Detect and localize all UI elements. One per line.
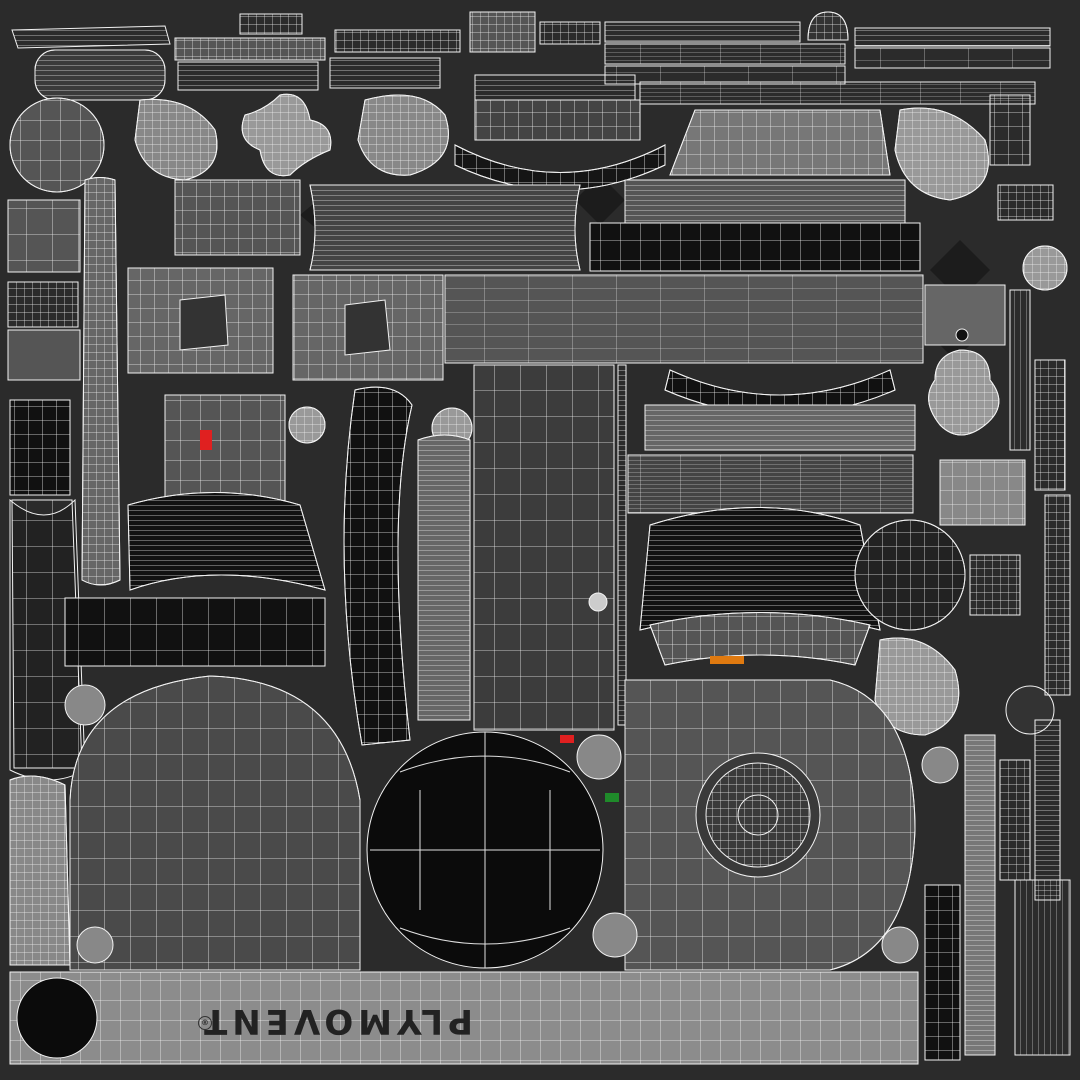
bottom-logo-panel: [9, 971, 919, 1065]
center-panel: [473, 364, 627, 731]
curved-band: [343, 386, 471, 746]
registered-mark: ®: [198, 1016, 212, 1030]
brand-logo-text: PLYMOVENT: [199, 1001, 473, 1041]
left-column-misc: [9, 775, 71, 966]
black-sphere: [366, 731, 619, 969]
large-d-shape-right: [624, 679, 916, 971]
small-components: [64, 684, 1055, 964]
top-strip-islands: [11, 11, 1051, 105]
row4-islands: [127, 267, 1006, 381]
right-column-islands: [924, 494, 1071, 1061]
large-d-shape-left: [69, 675, 361, 971]
row2-islands: [9, 93, 1054, 221]
mid-right-islands: [627, 289, 1066, 736]
row3-islands: [7, 177, 1068, 586]
